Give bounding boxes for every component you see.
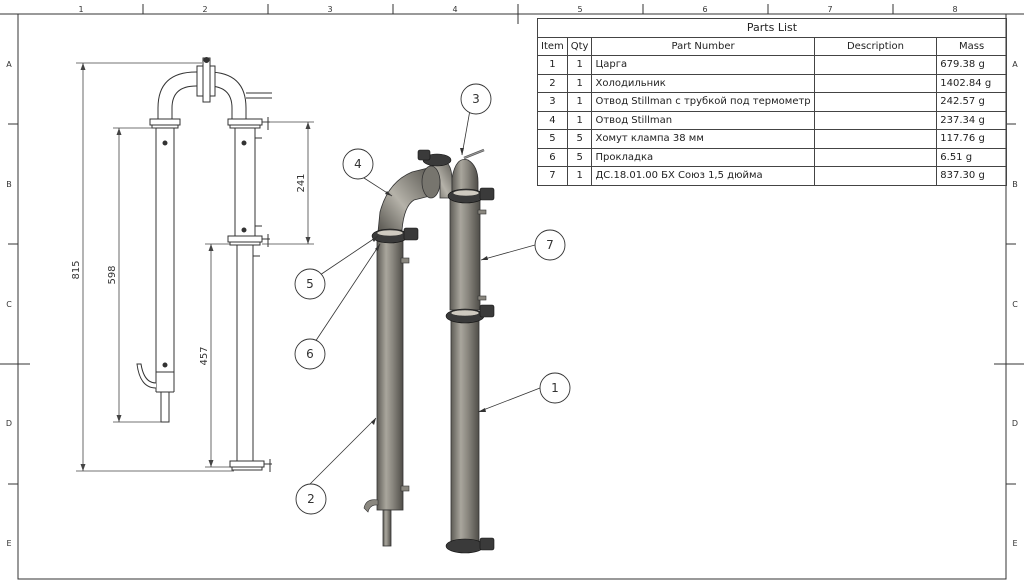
cell-qty: 1 (566, 73, 593, 93)
header-description: Description (813, 36, 938, 56)
cell-item: 5 (537, 129, 568, 149)
cell-mass: 1402.84 g (936, 73, 1007, 93)
dimension-overall: 815 (71, 260, 82, 279)
column-label: 1 (78, 5, 83, 14)
row-label: B (6, 180, 12, 189)
cell-description (813, 166, 938, 186)
dimension-right-upper: 241 (296, 173, 307, 192)
cell-description (813, 92, 938, 112)
balloon-3-label: 3 (472, 92, 480, 106)
cell-part-number: Царга (591, 55, 815, 75)
cell-part-number: Отвод Stillman (591, 110, 815, 130)
column-label: 8 (952, 5, 957, 14)
balloon-2 (295, 483, 327, 515)
balloon-5 (294, 268, 326, 300)
side-view (136, 57, 272, 472)
cell-qty: 5 (566, 129, 593, 149)
balloon-6 (294, 338, 326, 370)
balloon-7-label: 7 (546, 238, 554, 252)
row-label: A (6, 60, 12, 69)
row-label: D (1012, 419, 1018, 428)
cell-description (813, 147, 938, 167)
balloon-5-label: 5 (306, 277, 314, 291)
cell-mass: 242.57 g (936, 92, 1007, 112)
header-item: Item (537, 36, 568, 56)
row-label: E (6, 539, 11, 548)
cell-item: 4 (537, 110, 568, 130)
cell-mass: 237.34 g (936, 110, 1007, 130)
parts-list-table: Parts List Item Qty Part Number Descript… (537, 18, 1007, 186)
column-label: 5 (577, 5, 582, 14)
cell-qty: 1 (566, 55, 593, 75)
dimension-lines (76, 62, 314, 472)
cell-item: 2 (537, 73, 568, 93)
table-row: 6 5 Прокладка 6.51 g (537, 147, 1007, 167)
dimension-left-column: 598 (107, 265, 118, 284)
leader-arrows (371, 148, 488, 425)
cell-part-number: Холодильник (591, 73, 815, 93)
column-label: 3 (327, 5, 332, 14)
row-label: C (6, 300, 12, 309)
balloon-4 (342, 148, 374, 180)
cell-mass: 679.38 g (936, 55, 1007, 75)
isometric-view (363, 148, 495, 554)
parts-list-title: Parts List (537, 18, 1007, 38)
cell-qty: 1 (566, 110, 593, 130)
cell-mass: 117.76 g (936, 129, 1007, 149)
balloon-leaders (309, 109, 541, 485)
parts-list-header-row: Item Qty Part Number Description Mass (537, 36, 1007, 56)
cell-part-number: Хомут клампа 38 мм (591, 129, 815, 149)
row-label: D (6, 419, 12, 428)
column-label: 7 (827, 5, 832, 14)
cell-part-number: ДС.18.01.00 БХ Союз 1,5 дюйма (591, 166, 815, 186)
table-row: 4 1 Отвод Stillman 237.34 g (537, 110, 1007, 130)
column-label: 4 (452, 5, 457, 14)
cell-description (813, 73, 938, 93)
table-row: 3 1 Отвод Stillman с трубкой под термоме… (537, 92, 1007, 112)
dimension-arrows (80, 63, 311, 471)
dimension-right-lower: 457 (199, 346, 210, 365)
balloon-2-label: 2 (307, 492, 315, 506)
header-mass: Mass (936, 36, 1007, 56)
row-label: A (1012, 60, 1018, 69)
table-row: 1 1 Царга 679.38 g (537, 55, 1007, 75)
cell-qty: 5 (566, 147, 593, 167)
cell-part-number: Отвод Stillman с трубкой под термометр (591, 92, 815, 112)
balloon-4-label: 4 (354, 157, 362, 171)
cell-item: 6 (537, 147, 568, 167)
sheet-border (0, 4, 1024, 580)
balloon-3 (460, 83, 492, 115)
cell-qty: 1 (566, 166, 593, 186)
cell-description (813, 55, 938, 75)
row-label: B (1012, 180, 1018, 189)
cell-item: 3 (537, 92, 568, 112)
balloon-1 (539, 372, 571, 404)
balloon-6-label: 6 (306, 347, 314, 361)
row-label: C (1012, 300, 1018, 309)
cell-description (813, 129, 938, 149)
cell-item: 7 (537, 166, 568, 186)
cell-description (813, 110, 938, 130)
balloons (294, 83, 571, 515)
balloon-7 (534, 229, 566, 261)
row-label: E (1012, 539, 1017, 548)
cell-qty: 1 (566, 92, 593, 112)
cell-part-number: Прокладка (591, 147, 815, 167)
column-label: 2 (202, 5, 207, 14)
balloon-1-label: 1 (551, 381, 559, 395)
cell-mass: 837.30 g (936, 166, 1007, 186)
cell-item: 1 (537, 55, 568, 75)
table-row: 7 1 ДС.18.01.00 БХ Союз 1,5 дюйма 837.30… (537, 166, 1007, 186)
header-part-number: Part Number (591, 36, 815, 56)
header-qty: Qty (566, 36, 593, 56)
cell-mass: 6.51 g (936, 147, 1007, 167)
table-row: 5 5 Хомут клампа 38 мм 117.76 g (537, 129, 1007, 149)
parts-list-title-row: Parts List (537, 18, 1007, 38)
column-label: 6 (702, 5, 707, 14)
table-row: 2 1 Холодильник 1402.84 g (537, 73, 1007, 93)
